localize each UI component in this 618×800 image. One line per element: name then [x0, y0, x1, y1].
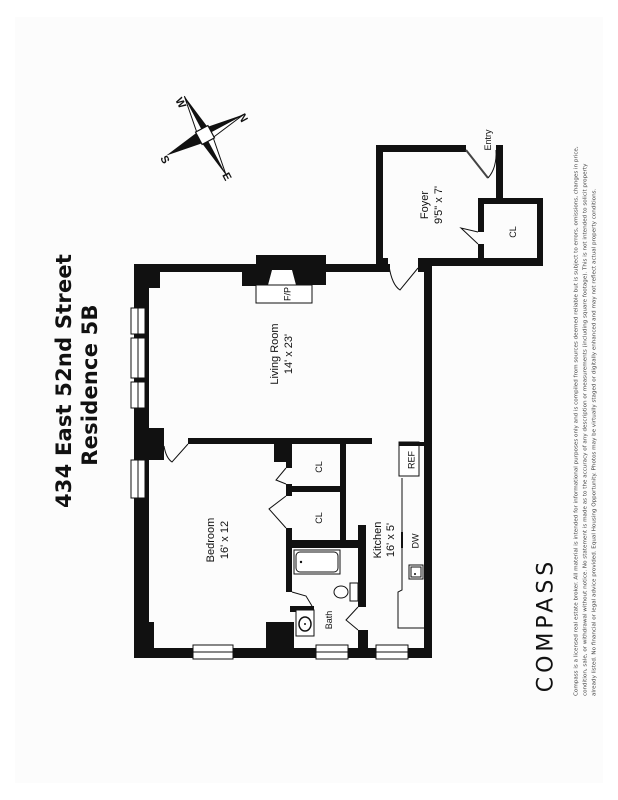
compass-north-label: N — [235, 112, 249, 125]
window-bedroom-left — [130, 459, 146, 499]
foyer-closet-door[interactable] — [459, 227, 484, 260]
foyer-door[interactable] — [388, 265, 419, 291]
entry-label: Entry — [483, 129, 493, 151]
window-living-1 — [130, 307, 146, 335]
closet-label-2: CL — [314, 512, 324, 524]
disclaimer: Compass is a licensed real estate broker… — [566, 118, 606, 696]
refrigerator-label: REF — [406, 450, 416, 469]
closet-label-1: CL — [314, 461, 324, 473]
living-room-name: Living Room — [269, 323, 281, 384]
foyer-name: Foyer — [419, 191, 431, 219]
living-room-dims: 14' x 23' — [283, 334, 295, 374]
window-bath — [315, 644, 349, 660]
kitchen-dims: 16' x 5' — [385, 523, 397, 557]
fireplace-label: F/P — [282, 287, 292, 301]
foyer-closet-label: CL — [508, 226, 518, 238]
toilet — [333, 582, 359, 602]
compass-east-label: E — [219, 171, 233, 183]
kitchen-counter — [397, 441, 424, 629]
disclaimer-line-2: condition, sale, or withdrawal without n… — [582, 163, 589, 696]
window-kitchen — [375, 644, 409, 660]
bedroom-name: Bedroom — [205, 518, 217, 563]
compass-logo: COMPASS — [530, 557, 562, 693]
brand-name: COMPASS — [533, 557, 559, 693]
window-living-3 — [130, 381, 146, 409]
bath-sink — [295, 609, 315, 637]
fireplace — [255, 270, 313, 304]
disclaimer-line-3: already listed. No financial or legal ad… — [591, 188, 598, 696]
dishwasher-label: DW — [410, 533, 420, 548]
bedroom-dims: 16' x 12 — [219, 521, 231, 559]
disclaimer-line-1: Compass is a licensed real estate broker… — [573, 146, 580, 696]
closet-door-1[interactable] — [275, 467, 287, 485]
compass-south-label: S — [157, 154, 171, 166]
window-bedroom-bottom — [192, 644, 234, 660]
interior-walls — [188, 438, 372, 652]
bathtub — [293, 549, 341, 575]
bath-door[interactable] — [291, 591, 313, 607]
compass-rose-icon — [166, 95, 245, 175]
closet-door-2[interactable] — [268, 495, 287, 529]
kitchen-bath-door[interactable] — [345, 606, 359, 631]
window-living-2 — [130, 337, 146, 379]
bath-label: Bath — [324, 611, 334, 630]
foyer-walls — [376, 145, 543, 266]
entry-door[interactable] — [465, 149, 497, 179]
kitchen-name: Kitchen — [372, 522, 384, 559]
foyer-dims: 9'5" x 7' — [433, 186, 445, 224]
bedroom-door[interactable] — [163, 443, 189, 463]
